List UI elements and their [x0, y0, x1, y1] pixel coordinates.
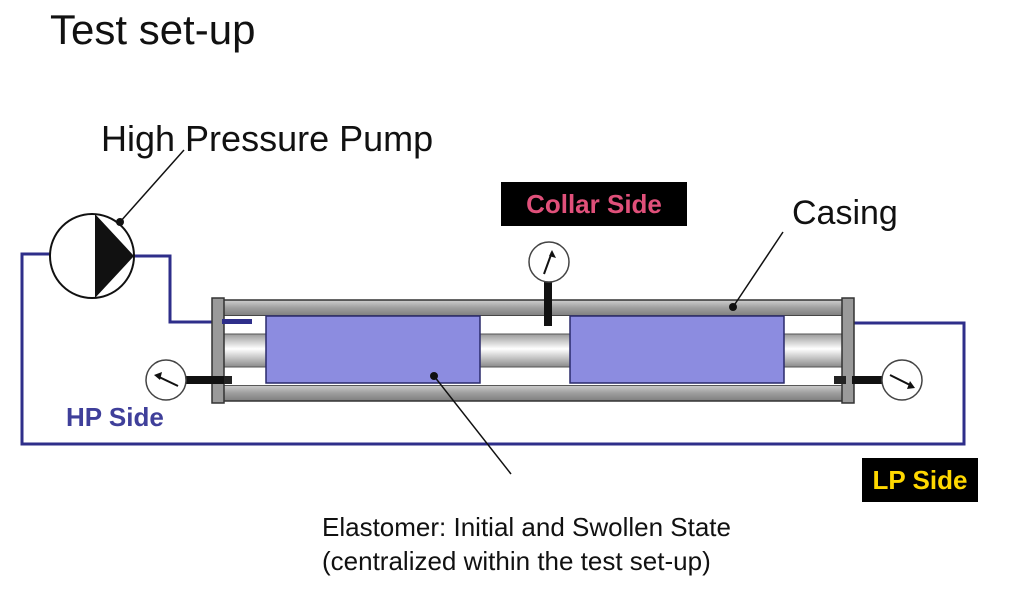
lp-gauge-stem — [852, 376, 884, 384]
collar-side-label: Collar Side — [501, 182, 687, 226]
pump-leader-dot — [116, 218, 124, 226]
hp-side-label: HP Side — [66, 402, 164, 432]
flow-line-loop — [20, 252, 966, 446]
pressure-gauge-icon — [528, 241, 570, 283]
outlet-port-right — [834, 376, 846, 384]
elastomer-leader-dot — [430, 372, 438, 380]
lp-side-label: LP Side — [862, 458, 978, 502]
elastomer-caption-line2: (centralized within the test set-up) — [322, 546, 711, 576]
pressure-gauge-icon — [145, 359, 187, 401]
pump-icon — [49, 213, 135, 299]
casing-label: Casing — [792, 194, 898, 232]
casing-top-wall — [213, 299, 853, 317]
outlet-port-left — [222, 376, 232, 384]
pressure-gauge-icon — [881, 359, 923, 401]
elastomer-left — [265, 315, 481, 384]
pump-label: High Pressure Pump — [101, 118, 434, 159]
casing-end-cap-right — [841, 297, 855, 404]
casing-leader-line — [732, 231, 784, 308]
elastomer-right — [569, 315, 785, 384]
casing-leader-dot — [729, 303, 737, 311]
flow-line-pump-out — [134, 254, 248, 324]
elastomer-leader-line — [433, 375, 512, 475]
page-title: Test set-up — [50, 6, 256, 53]
casing-bottom-wall — [213, 384, 853, 402]
casing-end-cap-left — [211, 297, 225, 404]
collar-gauge-stem — [544, 282, 552, 326]
elastomer-caption-line1: Elastomer: Initial and Swollen State — [322, 512, 731, 542]
inlet-port — [222, 319, 252, 324]
hp-gauge-stem — [186, 376, 224, 384]
pump-leader-line — [119, 149, 185, 223]
